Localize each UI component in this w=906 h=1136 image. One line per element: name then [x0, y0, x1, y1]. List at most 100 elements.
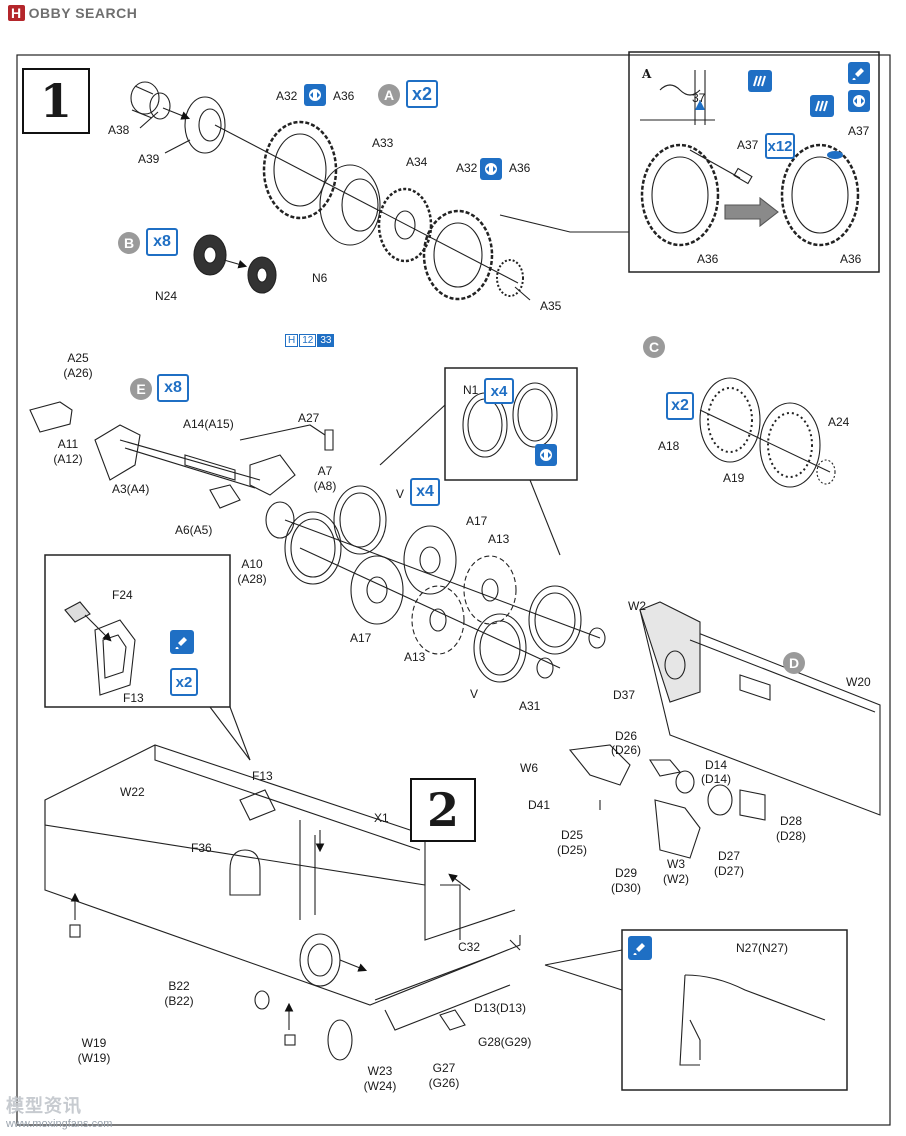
- label-a36-detail: A36: [697, 252, 719, 266]
- detail-a-label: A: [642, 67, 652, 81]
- label-a25: A25: [67, 351, 89, 365]
- label-a32-second: A32: [456, 161, 478, 175]
- qty-f-badge: x2: [170, 668, 198, 696]
- qty-b-badge: x8: [146, 228, 178, 256]
- label-a7: A7: [317, 464, 333, 478]
- label-a14-a15: A14(A15): [183, 417, 234, 431]
- label-d29: D29: [614, 866, 638, 880]
- label-w2-alt: (W2): [663, 872, 689, 886]
- both-sides-icon-2: [480, 158, 502, 180]
- label-w23: W23: [367, 1064, 393, 1078]
- label-a13-upper: A13: [488, 532, 510, 546]
- label-w20: W20: [846, 675, 871, 689]
- label-g27: G27: [432, 1061, 456, 1075]
- label-b22-alt: (B22): [164, 994, 194, 1008]
- label-f24: F24: [112, 588, 133, 602]
- label-a10: A10: [241, 557, 263, 571]
- color-code-33: 33: [317, 334, 335, 347]
- qty-n1-badge: x4: [484, 378, 514, 404]
- part-n6: [247, 256, 277, 294]
- qty-v-badge: x4: [410, 478, 440, 506]
- label-a36-second: A36: [509, 161, 531, 175]
- label-a34: A34: [406, 155, 428, 169]
- glue-icon-2: [170, 630, 194, 654]
- qty-a37-badge: x12: [765, 133, 795, 159]
- group-e-marker: E: [130, 378, 152, 400]
- label-v-upper: V: [396, 487, 405, 501]
- color-code-12: 12: [299, 334, 317, 347]
- label-a28: (A28): [237, 572, 267, 586]
- label-a37-detail-2: A37: [848, 124, 870, 138]
- site-logo: H: [8, 5, 25, 21]
- label-n1: N1: [463, 383, 479, 397]
- part-a32-sprocket-2: [422, 209, 494, 301]
- label-d26: D26: [614, 729, 638, 743]
- final-drive-assembly: [568, 601, 881, 859]
- part-a38: [130, 81, 171, 120]
- glue-icon-3: [628, 936, 652, 960]
- label-a36: A36: [333, 89, 355, 103]
- hull-assembly: [44, 744, 521, 1061]
- label-f13-detail: F13: [123, 691, 144, 705]
- paint-stripe-icon: [748, 70, 772, 92]
- label-a37-detail: A37: [737, 138, 759, 152]
- both-sides-icon-4: [848, 90, 870, 112]
- label-x1: X1: [374, 811, 389, 825]
- label-w24: (W24): [363, 1079, 397, 1093]
- label-a3-a4: A3(A4): [112, 482, 150, 496]
- part-a33: [319, 164, 381, 246]
- label-a6-a5: A6(A5): [175, 523, 213, 537]
- label-a17-lower: A17: [350, 631, 372, 645]
- label-a39: A39: [138, 152, 160, 166]
- label-d28-alt: (D28): [775, 829, 807, 843]
- label-d41: D41: [528, 798, 551, 812]
- label-n24: N24: [155, 289, 178, 303]
- group-c-marker: C: [643, 336, 665, 358]
- label-a27: A27: [298, 411, 320, 425]
- watermark-cn: 模型资讯: [6, 1096, 82, 1116]
- label-a18: A18: [658, 439, 680, 453]
- qty-e-badge: x8: [157, 374, 189, 402]
- watermark: 模型资讯 www.moxingfans.com: [6, 1092, 112, 1130]
- label-w22: W22: [120, 785, 145, 799]
- label-n6: N6: [312, 271, 328, 285]
- step-1-number: 1: [22, 68, 90, 134]
- label-a11: A11: [57, 437, 79, 451]
- label-v-lower: V: [470, 687, 479, 701]
- site-name: OBBY SEARCH: [28, 5, 138, 21]
- label-d13: D13(D13): [474, 1001, 527, 1015]
- part-n24: [193, 234, 227, 276]
- group-b-marker: B: [118, 232, 140, 254]
- part-a34: [377, 187, 433, 263]
- qty-a-badge: x2: [406, 80, 438, 108]
- label-w19-alt: (W19): [77, 1051, 111, 1065]
- label-a17-upper: A17: [466, 514, 488, 528]
- group-a-marker: A: [378, 84, 400, 106]
- both-sides-icon-3: [535, 444, 557, 466]
- label-a31: A31: [519, 699, 541, 713]
- label-a36-detail-2: A36: [840, 252, 862, 266]
- part-a32-sprocket: [262, 120, 338, 220]
- label-d28: D28: [779, 814, 803, 828]
- part-a39: [184, 96, 226, 154]
- label-d25-alt: (D25): [556, 843, 588, 857]
- label-b22: B22: [168, 979, 190, 993]
- label-d27: D27: [717, 849, 741, 863]
- label-d25: D25: [560, 828, 584, 842]
- group-d-marker: D: [783, 652, 805, 674]
- label-g28-g29: G28(G29): [478, 1035, 532, 1049]
- label-a33: A33: [372, 136, 394, 150]
- suspension-assembly: [29, 401, 334, 539]
- label-c32: C32: [458, 940, 481, 954]
- label-f36: F36: [191, 841, 212, 855]
- part-a35: [496, 259, 524, 297]
- label-d30: (D30): [610, 881, 642, 895]
- label-d14: D14: [704, 758, 728, 772]
- label-a38: A38: [108, 123, 130, 137]
- watermark-url: www.moxingfans.com: [6, 1118, 113, 1130]
- label-a32: A32: [276, 89, 298, 103]
- label-a26: (A26): [63, 366, 93, 380]
